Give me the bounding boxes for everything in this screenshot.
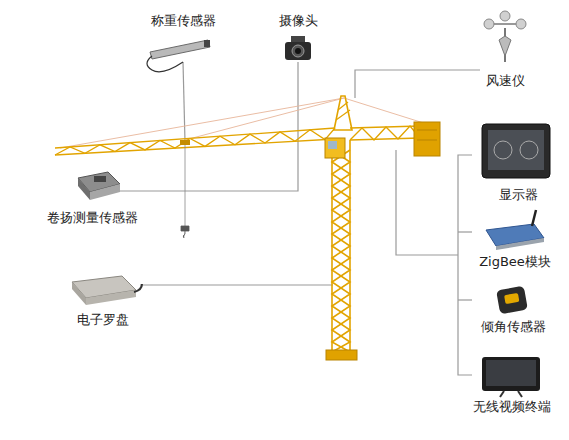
display-icon xyxy=(482,124,550,178)
bracket-branch xyxy=(458,231,472,232)
leader-line xyxy=(355,70,480,98)
leader-line xyxy=(140,284,333,285)
mast-base xyxy=(326,350,357,360)
hook xyxy=(181,226,189,238)
zigbee-module-icon xyxy=(486,210,544,250)
anemometer-icon xyxy=(484,11,526,62)
device-label: 卷扬测量传感器 xyxy=(47,210,138,226)
leader-line xyxy=(183,62,185,142)
device-label: ZigBee模块 xyxy=(479,254,551,270)
leader-line xyxy=(118,62,298,191)
tilt-sensor-icon xyxy=(496,286,528,314)
camera-icon xyxy=(285,36,311,60)
counterweight xyxy=(414,122,440,156)
jib xyxy=(55,128,335,155)
bracket xyxy=(458,155,472,375)
device-label: 显示器 xyxy=(499,187,538,203)
video-terminal-icon xyxy=(482,357,540,397)
bracket-branch xyxy=(458,299,472,300)
device-label: 称重传感器 xyxy=(151,13,216,29)
compass-icon xyxy=(72,276,142,305)
device-label: 电子罗盘 xyxy=(77,312,129,328)
tower-head xyxy=(334,96,352,130)
load-cell-icon xyxy=(147,40,210,72)
mast xyxy=(332,140,350,352)
leader-line xyxy=(396,150,458,255)
leader-lines xyxy=(118,62,480,375)
device-label: 风速仪 xyxy=(486,73,525,89)
cab xyxy=(325,138,345,158)
counter-jib xyxy=(350,126,420,140)
device-label: 摄像头 xyxy=(279,13,318,29)
device-label: 倾角传感器 xyxy=(481,319,546,335)
hoist-rope xyxy=(185,145,186,226)
winch-sensor-icon xyxy=(78,172,120,200)
trolley xyxy=(180,140,190,145)
tie-lines xyxy=(60,98,430,148)
device-label: 无线视频终端 xyxy=(473,399,551,415)
